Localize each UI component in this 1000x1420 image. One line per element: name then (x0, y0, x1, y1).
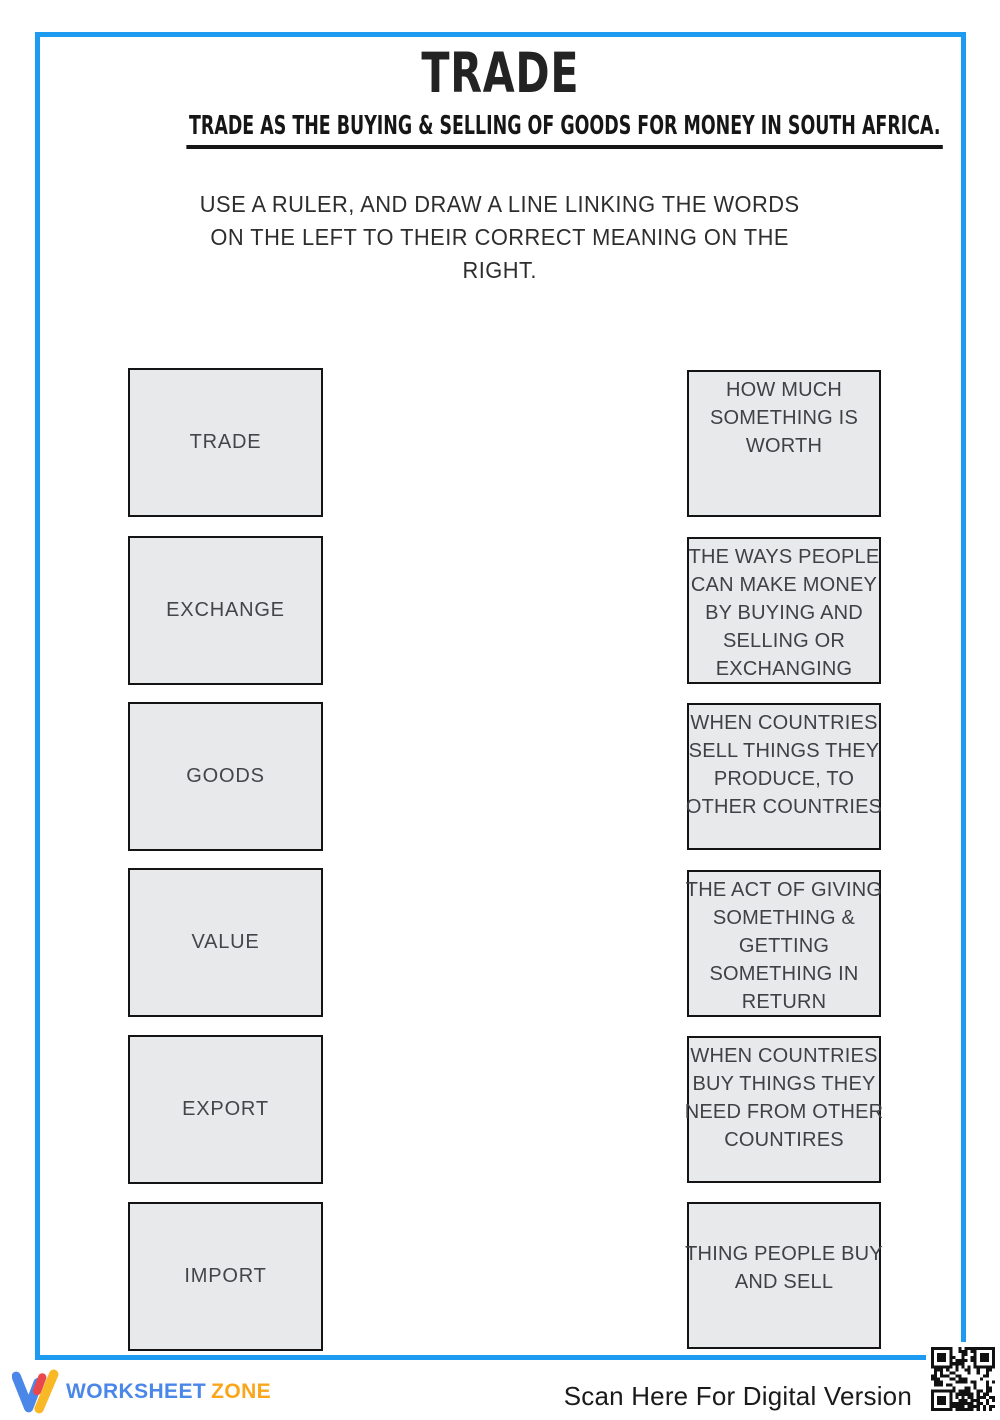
instructions-text: USE A RULER, AND DRAW A LINE LINKING THE… (200, 191, 800, 283)
brand-zone: ZONE (211, 1380, 272, 1403)
term-box-goods[interactable]: GOODS (128, 702, 323, 851)
term-label: TRADE (189, 431, 262, 453)
brand-worksheet: WORKSHEET (66, 1380, 207, 1403)
definition-text: THING PEOPLE BUY AND SELL (685, 1243, 883, 1293)
term-box-value[interactable]: VALUE (128, 868, 323, 1017)
term-label: EXCHANGE (166, 599, 285, 621)
definition-box-1[interactable]: HOW MUCH SOMETHING IS WORTH (687, 370, 881, 517)
term-box-trade[interactable]: TRADE (128, 368, 323, 517)
page-title-text: TRADE (420, 41, 579, 105)
definition-text: WHEN COUNTRIES BUY THINGS THEY NEED FROM… (684, 1045, 884, 1151)
instructions: USE A RULER, AND DRAW A LINE LINKING THE… (0, 188, 1000, 287)
term-label: EXPORT (182, 1098, 269, 1120)
definition-box-3[interactable]: WHEN COUNTRIES SELL THINGS THEY PRODUCE,… (686, 703, 882, 850)
term-box-export[interactable]: EXPORT (128, 1035, 323, 1184)
definition-text: WHEN COUNTRIES SELL THINGS THEY PRODUCE,… (685, 712, 883, 818)
definition-text: HOW MUCH SOMETHING IS WORTH (710, 379, 858, 457)
term-label: IMPORT (184, 1265, 267, 1287)
page-subtitle-text: TRADE AS THE BUYING & SELLING OF GOODS F… (186, 112, 944, 149)
scan-here-label: Scan Here For Digital Version (563, 1381, 912, 1411)
definition-box-4[interactable]: THE ACT OF GIVING SOMETHING & GETTING SO… (686, 870, 882, 1017)
term-label: VALUE (191, 931, 260, 953)
term-box-exchange[interactable]: EXCHANGE (128, 536, 323, 685)
term-box-import[interactable]: IMPORT (128, 1202, 323, 1351)
definition-box-2[interactable]: THE WAYS PEOPLE CAN MAKE MONEY BY BUYING… (687, 537, 881, 684)
worksheetzone-w-icon (11, 1369, 60, 1415)
page-title: TRADE (0, 46, 1000, 101)
definition-text: THE ACT OF GIVING SOMETHING & GETTING SO… (685, 879, 883, 1013)
term-label: GOODS (186, 765, 265, 787)
definition-text: THE WAYS PEOPLE CAN MAKE MONEY BY BUYING… (688, 546, 880, 680)
definition-box-6[interactable]: THING PEOPLE BUY AND SELL (685, 1202, 883, 1349)
qr-code (926, 1342, 1000, 1416)
definition-box-5[interactable]: WHEN COUNTRIES BUY THINGS THEY NEED FROM… (685, 1036, 883, 1183)
page-subtitle: TRADE AS THE BUYING & SELLING OF GOODS F… (0, 112, 1000, 149)
